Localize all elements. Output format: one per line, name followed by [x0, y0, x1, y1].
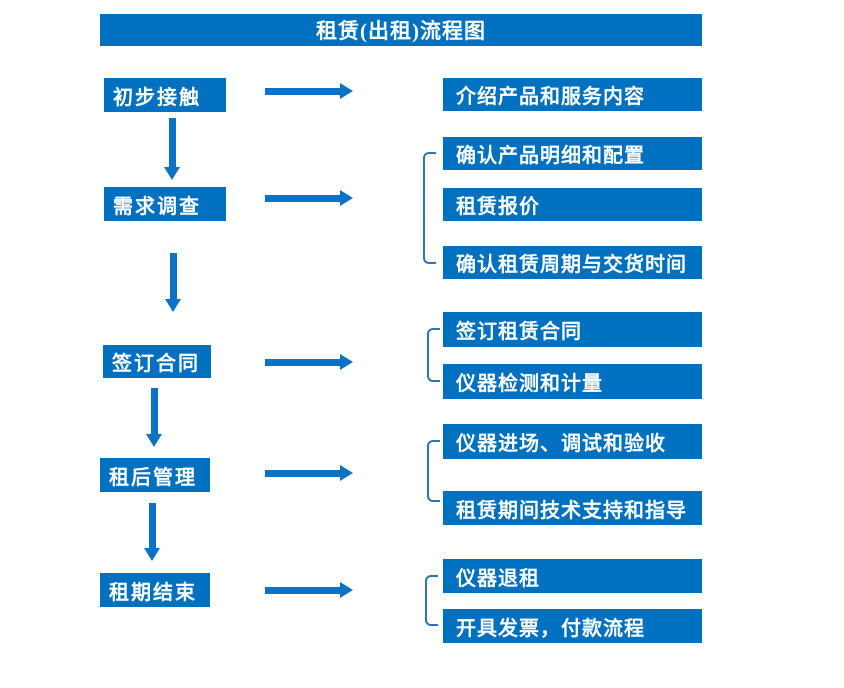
output-instrument-inspection-metering: 仪器检测和计量: [443, 364, 702, 399]
down-arrow-1: [164, 118, 181, 180]
down-arrow-shaft: [170, 253, 177, 300]
diagram-title: 租赁(出租)流程图: [100, 14, 702, 46]
right-arrowhead-icon: [340, 190, 353, 206]
right-arrow-5: [265, 582, 353, 599]
group-bracket-demand-survey: [423, 152, 436, 264]
right-arrow-shaft: [265, 195, 341, 202]
down-arrowhead-icon: [144, 548, 160, 561]
right-arrowhead-icon: [340, 465, 353, 481]
down-arrow-4: [144, 503, 161, 561]
right-arrow-2: [265, 190, 353, 207]
down-arrow-shaft: [169, 118, 176, 168]
right-arrow-shaft: [265, 88, 341, 95]
right-arrowhead-icon: [340, 83, 353, 99]
down-arrowhead-icon: [164, 167, 180, 180]
group-bracket-rental-end: [425, 575, 438, 626]
step-sign-contract: 签订合同: [103, 345, 211, 378]
step-post-rental-management: 租后管理: [100, 458, 210, 492]
down-arrow-shaft: [149, 503, 156, 549]
group-bracket-post-rental: [427, 440, 440, 502]
output-invoice-payment-process: 开具发票，付款流程: [443, 609, 702, 643]
down-arrowhead-icon: [146, 434, 162, 447]
step-rental-end: 租期结束: [100, 573, 210, 607]
output-instrument-return: 仪器退租: [443, 559, 702, 593]
right-arrow-shaft: [265, 587, 341, 594]
right-arrowhead-icon: [340, 582, 353, 598]
right-arrow-shaft: [265, 470, 341, 477]
output-technical-support-guidance: 租赁期间技术支持和指导: [443, 491, 702, 525]
step-initial-contact: 初步接触: [104, 78, 226, 112]
output-instrument-entry-debug-acceptance: 仪器进场、调试和验收: [443, 424, 702, 459]
right-arrowhead-icon: [340, 354, 353, 370]
down-arrow-3: [146, 388, 163, 447]
step-demand-survey: 需求调查: [104, 187, 226, 221]
output-introduce-products-services: 介绍产品和服务内容: [443, 78, 702, 111]
down-arrowhead-icon: [165, 299, 181, 312]
right-arrow-shaft: [265, 359, 341, 366]
output-confirm-product-details: 确认产品明细和配置: [443, 137, 702, 170]
right-arrow-4: [265, 465, 353, 482]
output-sign-rental-contract: 签订租赁合同: [443, 312, 702, 347]
output-confirm-rental-period-delivery: 确认租赁周期与交货时间: [443, 246, 702, 279]
right-arrow-1: [265, 83, 353, 100]
right-arrow-3: [265, 354, 353, 371]
down-arrow-shaft: [151, 388, 158, 435]
down-arrow-2: [165, 253, 182, 312]
output-rental-quotation: 租赁报价: [443, 188, 702, 221]
group-bracket-sign-contract: [427, 328, 440, 382]
